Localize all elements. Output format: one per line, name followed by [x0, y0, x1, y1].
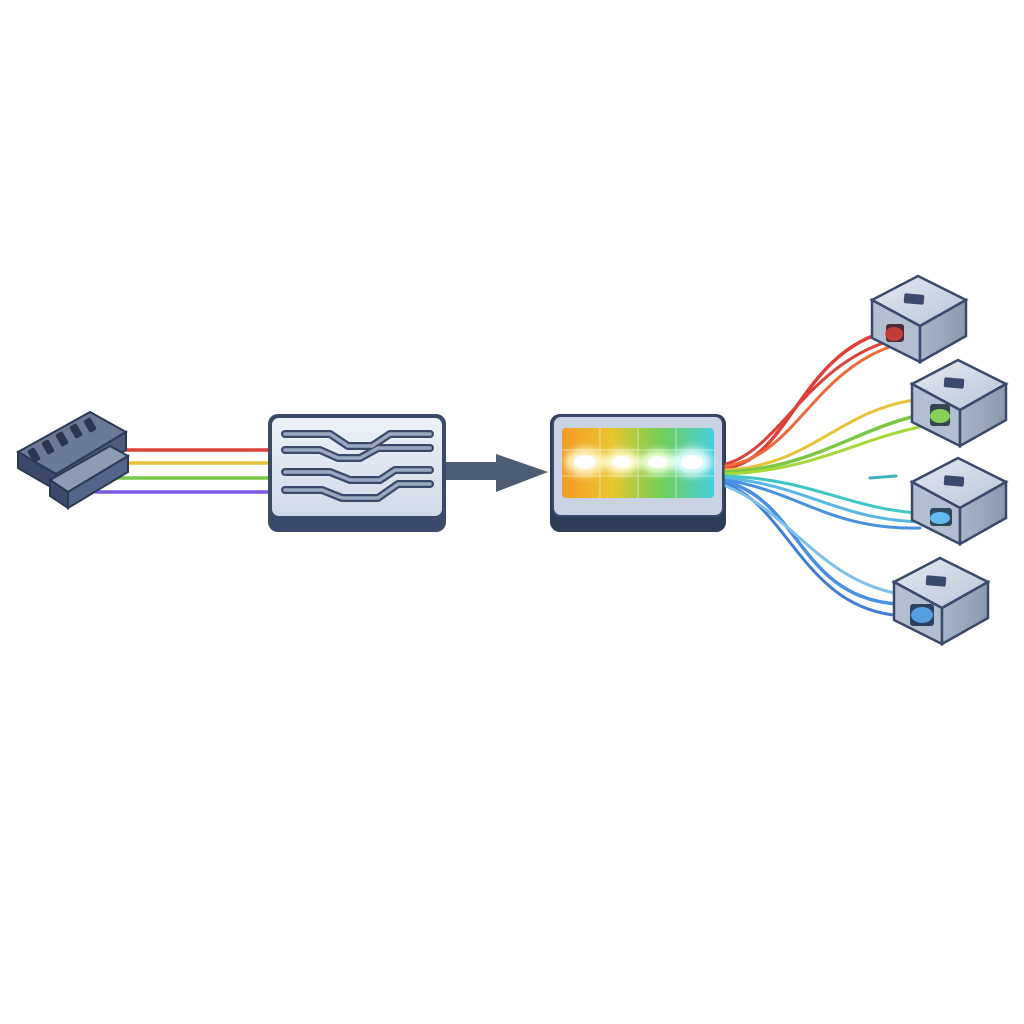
output-wires [724, 328, 938, 618]
wire-yellow-out [724, 398, 917, 472]
port-block-icon [891, 556, 991, 647]
wire-blue-out [724, 480, 902, 606]
source-connector [15, 410, 268, 510]
wire-red-out-2 [724, 336, 902, 466]
multiplexer [550, 414, 726, 532]
wire-lime-out [724, 422, 938, 476]
port-block-icon [909, 358, 1009, 449]
wire-lightblue-out [724, 484, 902, 596]
flow-arrow-icon [446, 454, 548, 492]
wire-teal-out [724, 474, 938, 516]
port-block-icon [909, 456, 1009, 547]
connector-block-icon [15, 410, 130, 510]
routing-traces-icon [281, 430, 434, 502]
endpoint-ports [869, 274, 1009, 647]
port-block-icon [869, 274, 969, 365]
wire-fragment [868, 474, 898, 480]
wire-cyan-out [724, 476, 932, 524]
wire-sky-out [724, 478, 922, 530]
routing-module [268, 414, 446, 532]
wire-orange-out [724, 342, 900, 468]
wire-green-out [724, 410, 937, 474]
glowing-led-array-icon [562, 428, 714, 498]
